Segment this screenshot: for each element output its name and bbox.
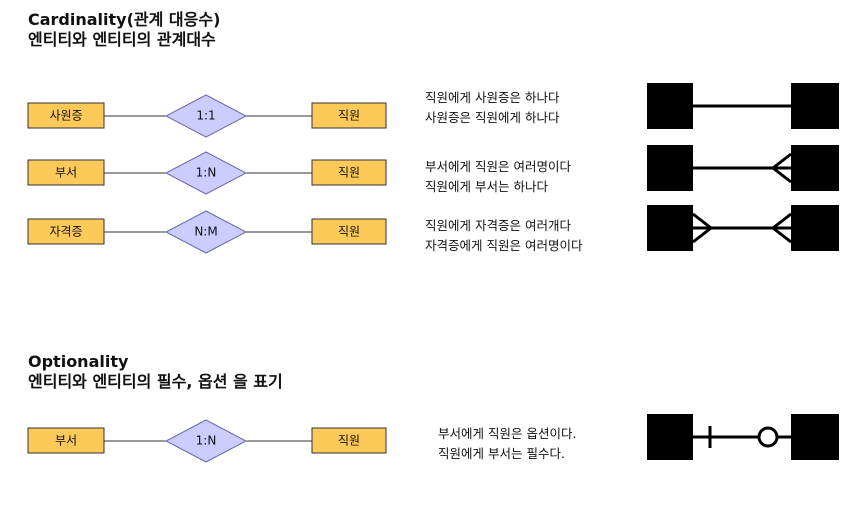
relation-label: 1:1 — [196, 109, 215, 123]
notation-entity-left — [647, 83, 693, 129]
description-line: 직원에게 사원증은 하나다 — [425, 90, 560, 105]
cardinality-heading: Cardinality(관계 대응수) 엔티티와 엔티티의 관계대수 — [28, 10, 220, 50]
entity-box-right — [311, 102, 387, 129]
notation-one-to-many — [647, 145, 839, 191]
notation-optionality — [647, 414, 839, 460]
notation-entity-left — [647, 205, 693, 251]
description-line: 사원증은 직원에게 하나다 — [425, 110, 560, 125]
optionality-subtitle: 엔티티와 엔티티의 필수, 옵션 을 표기 — [28, 372, 283, 391]
cardinality-title: Cardinality(관계 대응수) — [28, 10, 221, 29]
optionality-heading: Optionality 엔티티와 엔티티의 필수, 옵션 을 표기 — [28, 352, 283, 392]
description-one-to-one: 직원에게 사원증은 하나다 사원증은 직원에게 하나다 — [425, 88, 559, 128]
er-row-one-to-many: 부서 1:N 직원 — [27, 151, 387, 195]
notation-many-to-many — [647, 205, 839, 251]
relation-diamond — [164, 210, 248, 254]
er-row-many-to-many: 자격증 N:M 직원 — [27, 210, 387, 254]
relation-label: 1:N — [196, 166, 217, 180]
relation-label: N:M — [194, 225, 217, 239]
crows-foot-right — [770, 212, 792, 244]
entity-label-right: 직원 — [338, 166, 360, 180]
entity-label-left: 부서 — [55, 434, 77, 448]
notation-entity-right — [791, 83, 839, 129]
crows-foot-left — [692, 212, 714, 244]
entity-box-right — [311, 427, 387, 454]
cardinality-subtitle: 엔티티와 엔티티의 관계대수 — [28, 30, 216, 49]
relation-diamond — [164, 94, 248, 138]
entity-label-left: 부서 — [55, 166, 77, 180]
entity-box-right — [311, 159, 387, 186]
entity-label-left: 사원증 — [49, 109, 82, 123]
description-optionality: 부서에게 직원은 옵션이다. 직원에게 부서는 필수다. — [438, 424, 576, 464]
description-line: 직원에게 자격증은 여러개다 — [425, 218, 571, 233]
entity-box-left — [27, 159, 105, 186]
notation-entity-left — [647, 145, 693, 191]
er-row-one-to-one: 사원증 1:1 직원 — [27, 94, 387, 138]
entity-box-left — [27, 102, 105, 129]
notation-entity-right — [791, 145, 839, 191]
relation-diamond — [164, 419, 248, 463]
description-line: 직원에게 부서는 필수다. — [438, 446, 565, 461]
entity-box-right — [311, 218, 387, 245]
optional-circle — [757, 426, 779, 448]
entity-box-left — [27, 218, 105, 245]
description-line: 부서에게 직원은 여러명이다 — [425, 159, 571, 174]
description-line: 부서에게 직원은 옵션이다. — [438, 426, 577, 441]
description-line: 직원에게 부서는 하나다 — [425, 179, 548, 194]
entity-label-right: 직원 — [338, 225, 360, 239]
er-row-optionality: 부서 1:N 직원 — [27, 419, 387, 463]
relation-diamond — [164, 151, 248, 195]
notation-one-to-one — [647, 83, 839, 129]
entity-label-right: 직원 — [338, 109, 360, 123]
relation-label: 1:N — [196, 434, 217, 448]
description-one-to-many: 부서에게 직원은 여러명이다 직원에게 부서는 하나다 — [425, 157, 571, 197]
notation-entity-right — [791, 414, 839, 460]
crows-foot-right — [770, 152, 792, 184]
entity-label-left: 자격증 — [49, 225, 82, 239]
entity-label-right: 직원 — [338, 434, 360, 448]
description-line: 자격증에게 직원은 여러명이다 — [425, 238, 583, 253]
notation-entity-left — [647, 414, 693, 460]
entity-box-left — [27, 427, 105, 454]
description-many-to-many: 직원에게 자격증은 여러개다 자격증에게 직원은 여러명이다 — [425, 216, 582, 256]
notation-entity-right — [791, 205, 839, 251]
optionality-title: Optionality — [28, 352, 129, 371]
